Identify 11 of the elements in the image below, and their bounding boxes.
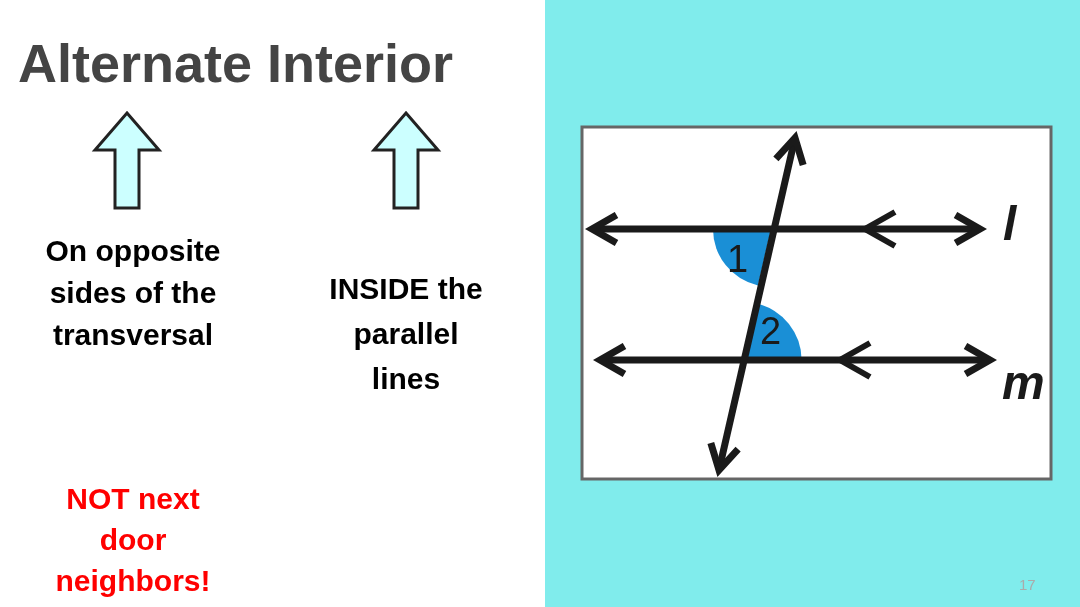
line-label: m [1002, 355, 1045, 410]
page-number: 17 [1019, 576, 1036, 593]
explanation-text: INSIDE the parallel lines [328, 271, 484, 397]
angle-label: 1 [727, 238, 749, 281]
line-label: l [1003, 196, 1017, 251]
block-arrow [91, 110, 163, 210]
explanation-text: On opposite sides of the transversal [44, 233, 222, 353]
title-heading: Alternate Interior [18, 32, 455, 95]
angle-label: 2 [760, 310, 782, 353]
block-arrow [370, 110, 442, 210]
warning-note: NOT next door neighbors! [54, 481, 212, 599]
